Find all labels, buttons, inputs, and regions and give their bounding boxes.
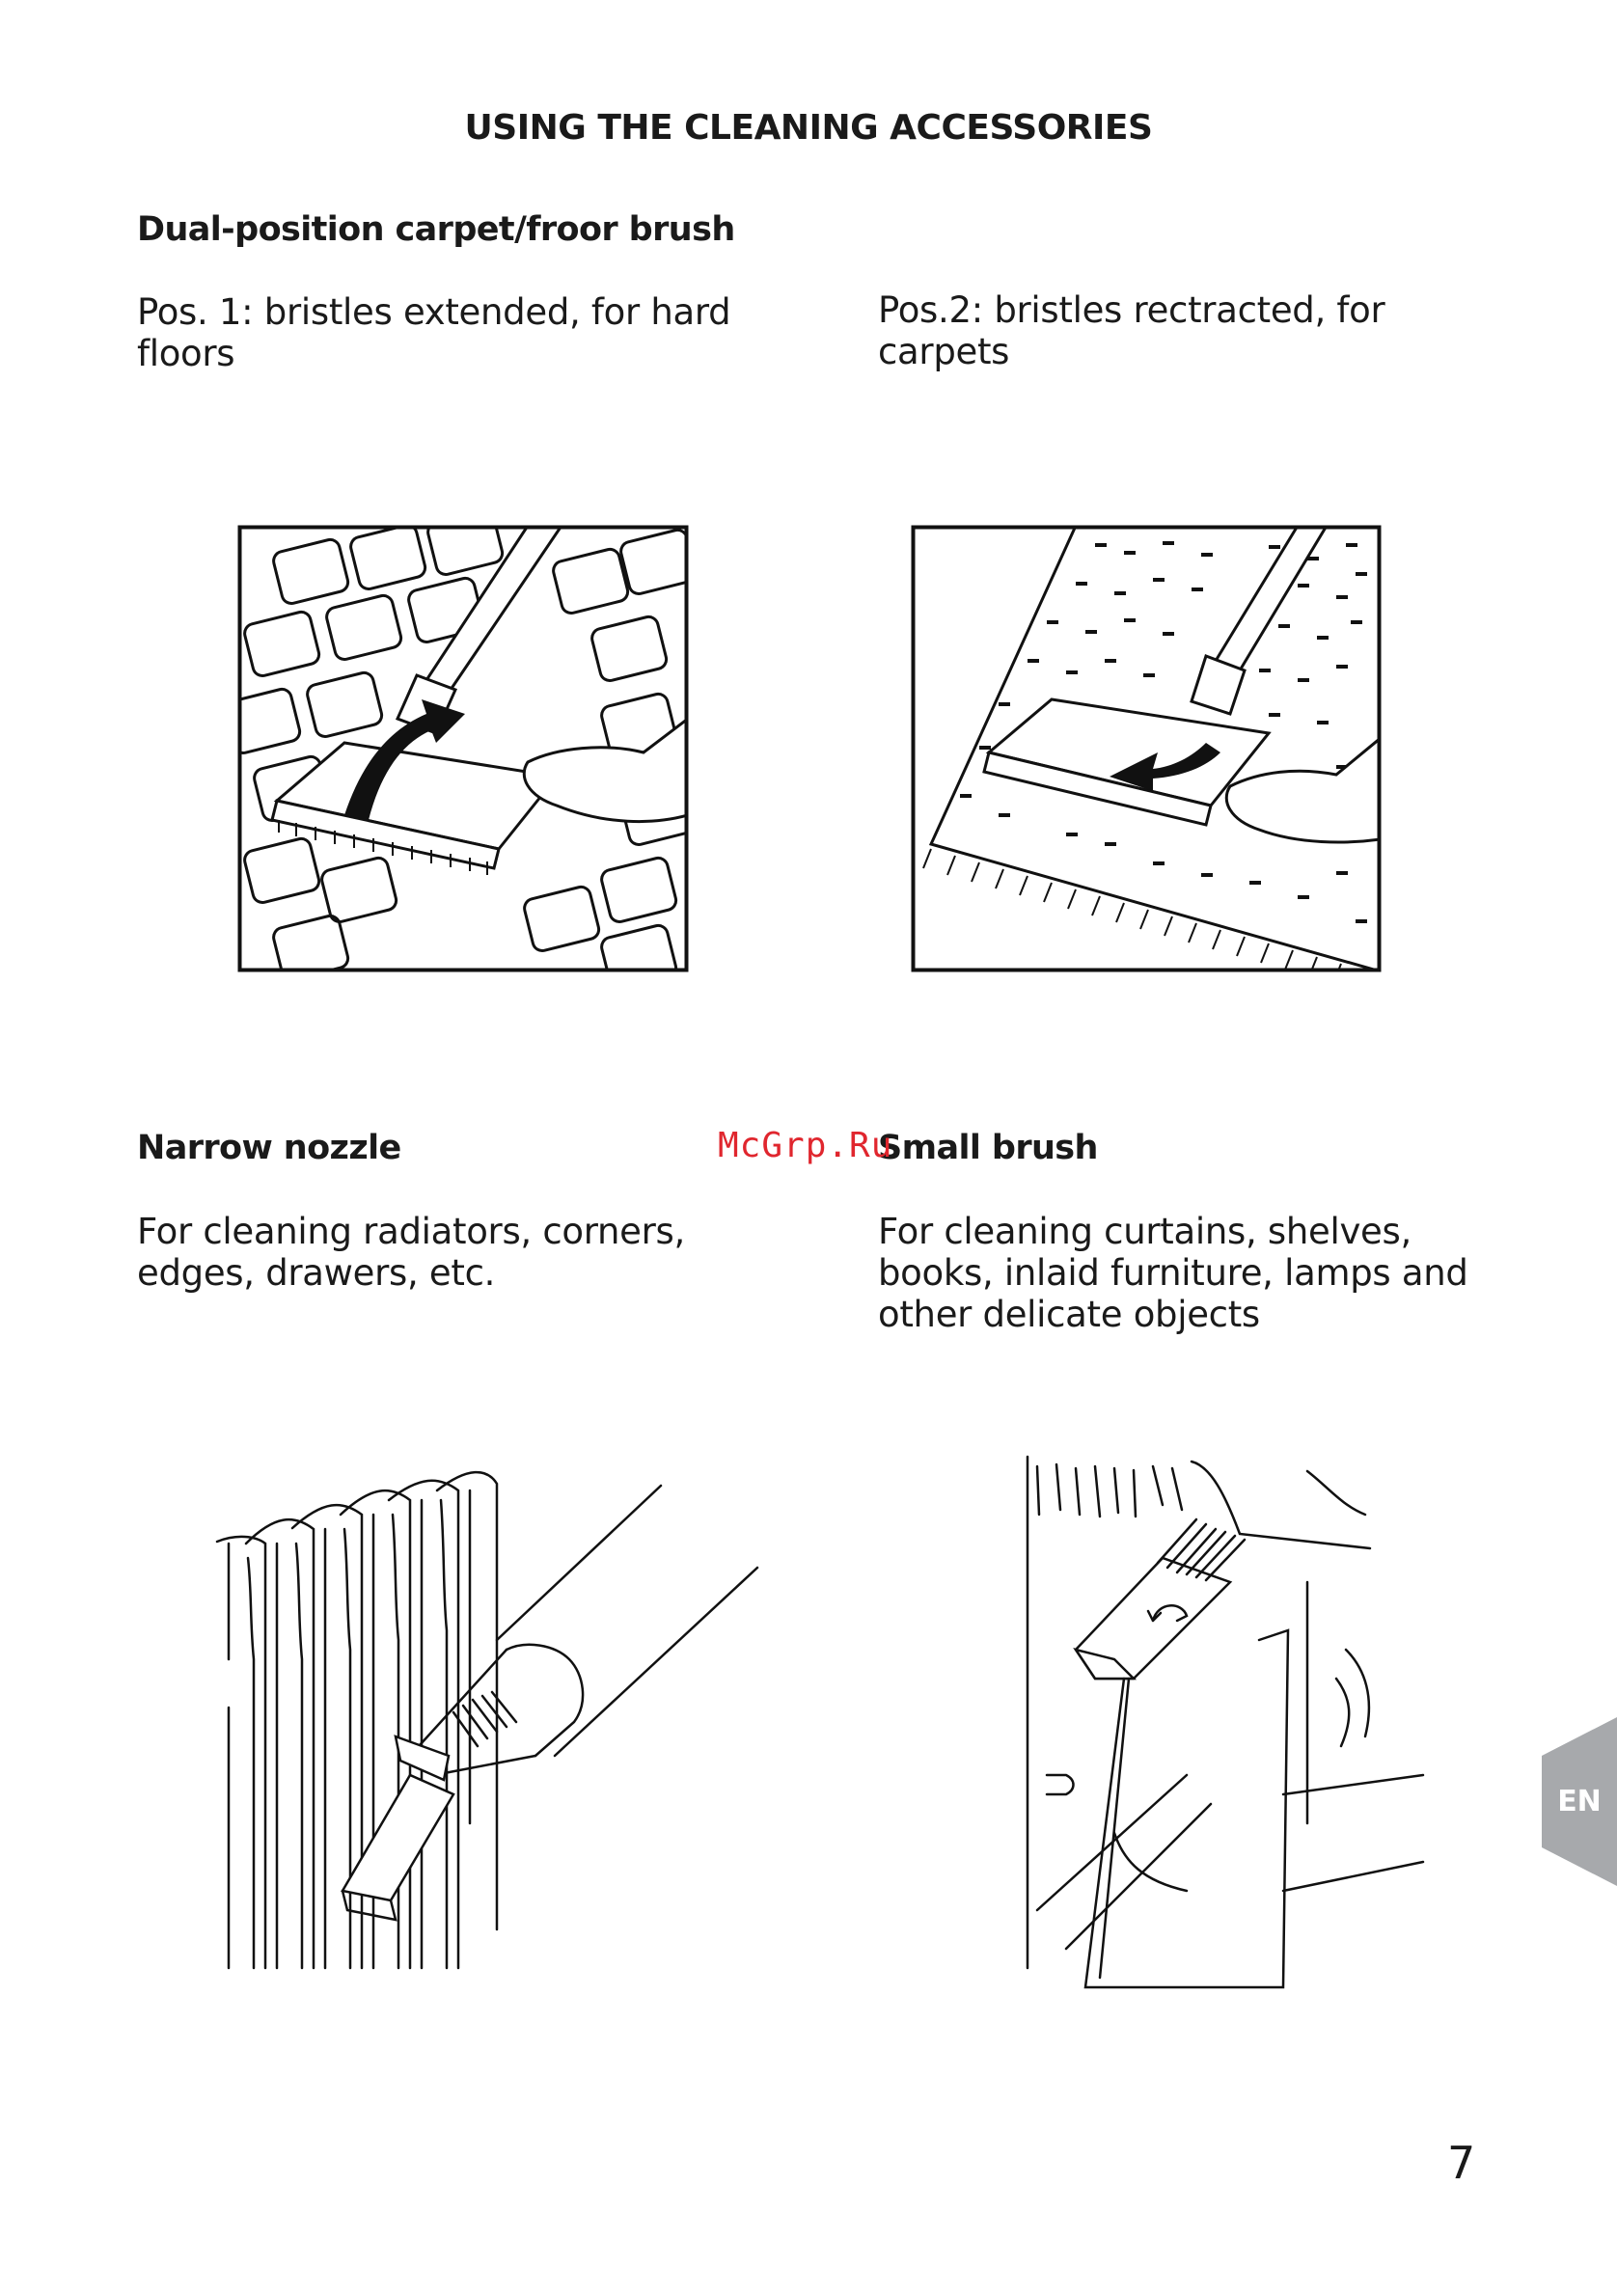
narrow-nozzle-line-2: edges, drawers, etc. [137,1252,496,1294]
page-title: USING THE CLEANING ACCESSORIES [464,108,1153,148]
narrow-nozzle-illustration [215,1470,759,1970]
section-heading-narrow-nozzle: Narrow nozzle [137,1129,401,1167]
pos2-description: Pos.2: bristles rectracted, for carpets [878,289,1385,372]
hard-floor-brush-illustration [237,525,689,972]
small-brush-description: For cleaning curtains, shelves, books, i… [878,1211,1468,1335]
pos1-line-1: Pos. 1: bristles extended, for hard [137,291,731,333]
carpet-brush-illustration [911,525,1382,972]
pos2-line-1: Pos.2: bristles rectracted, for [878,289,1385,331]
language-tab-label: EN [1557,1785,1602,1818]
pos2-line-2: carpets [878,331,1010,372]
narrow-nozzle-description: For cleaning radiators, corners, edges, … [137,1211,685,1294]
watermark: McGrp.Ru [718,1126,893,1165]
section-heading-small-brush: Small brush [878,1129,1098,1167]
small-brush-line-1: For cleaning curtains, shelves, [878,1211,1411,1252]
small-brush-line-2: books, inlaid furniture, lamps and [878,1252,1468,1294]
small-brush-line-3: other delicate objects [878,1294,1260,1335]
pos1-line-2: floors [137,333,235,374]
language-tab-en[interactable]: EN [1542,1717,1617,1886]
narrow-nozzle-line-1: For cleaning radiators, corners, [137,1211,685,1252]
section-heading-dual-brush: Dual-position carpet/froor brush [137,210,735,249]
pos1-description: Pos. 1: bristles extended, for hard floo… [137,291,731,374]
small-brush-illustration [1026,1455,1425,1989]
page-number: 7 [1447,2137,1476,2189]
